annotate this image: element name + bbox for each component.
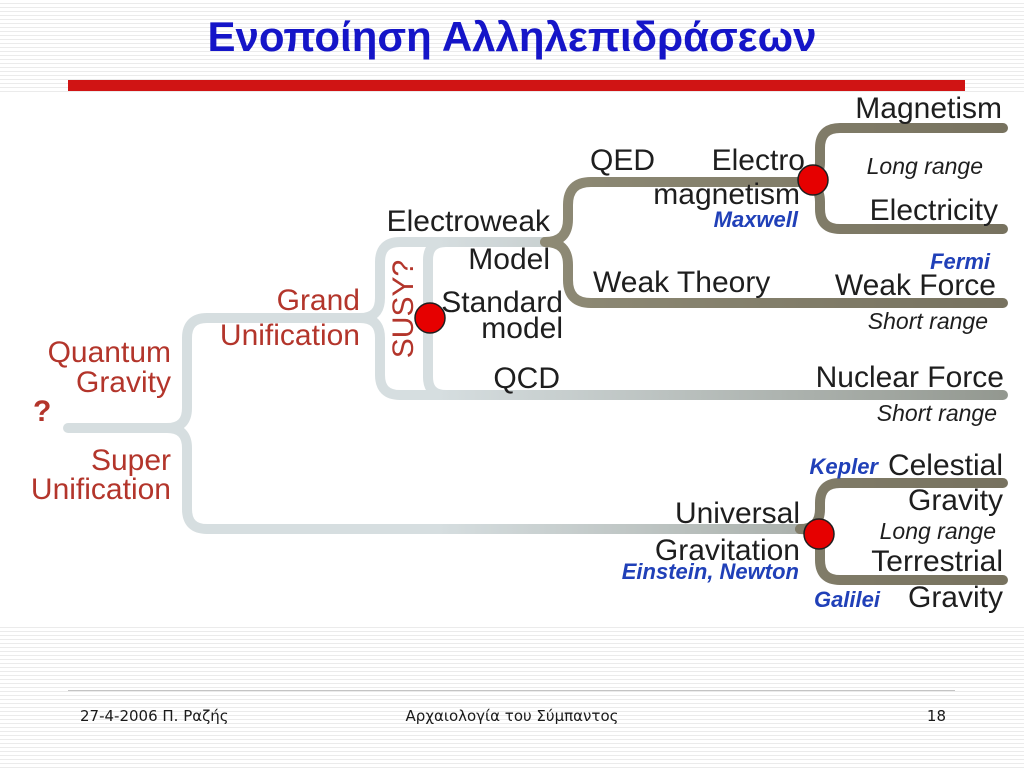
label-celestial-gravity: Gravity	[908, 484, 1003, 517]
label-weak-force: Weak Force	[835, 269, 996, 302]
label-gravitation: Gravitation	[655, 534, 800, 567]
label-qed: QED	[590, 144, 655, 177]
label-qcd: QCD	[493, 362, 560, 395]
footer-page-number: 18	[926, 707, 946, 725]
unification-diagram: ? Quantum Gravity Super Unification Gran…	[0, 92, 1024, 625]
marker-universal-gravitation	[803, 518, 835, 550]
footer-course-title: Αρχαιολογία του Σύμπαντος	[405, 707, 619, 725]
footer-date-author: 27-4-2006 Π. Ραζής	[80, 707, 229, 725]
label-quantum: Quantum	[48, 336, 171, 369]
label-super-unification: Unification	[31, 473, 171, 506]
range-weak: Short range	[868, 308, 988, 334]
label-electricity: Electricity	[870, 194, 998, 227]
label-nuclear-force: Nuclear Force	[816, 361, 1004, 394]
label-terrestrial-gravity: Gravity	[908, 581, 1003, 614]
range-nuclear: Short range	[877, 400, 997, 426]
branch-root-to-universal-gravitation	[162, 423, 815, 534]
label-magnetism: Magnetism	[855, 92, 1002, 125]
marker-standard-model	[414, 302, 446, 334]
label-grand: Grand	[277, 284, 360, 317]
label-magnetism-part: magnetism	[653, 178, 800, 211]
label-super: Super	[91, 444, 171, 477]
diagram-background	[0, 92, 1024, 625]
label-weak-theory: Weak Theory	[593, 266, 770, 299]
label-electroweak: Electroweak	[387, 205, 551, 238]
marker-electromagnetism	[797, 164, 829, 196]
branch-grand-to-qcd	[355, 313, 1008, 400]
label-electroweak-model: Model	[468, 243, 550, 276]
label-standard-model: model	[481, 312, 563, 345]
scientist-einstein-newton: Einstein, Newton	[622, 559, 799, 584]
label-quantum-gravity: Gravity	[76, 366, 171, 399]
branch-electroweak-to-weak-force	[540, 237, 1008, 308]
label-terrestrial: Terrestrial	[871, 545, 1003, 578]
root-question-mark: ?	[33, 395, 51, 428]
footer-divider	[68, 690, 955, 691]
label-standard: Standard	[441, 286, 563, 319]
slide-title: Ενοποίηση Αλληλεπιδράσεων	[207, 13, 817, 60]
scientist-maxwell: Maxwell	[714, 207, 799, 232]
label-electro: Electro	[712, 144, 805, 177]
label-universal: Universal	[675, 497, 800, 530]
range-electromagnetic: Long range	[867, 153, 983, 179]
label-celestial: Celestial	[888, 449, 1003, 482]
title-accent-bar	[68, 80, 965, 91]
scientist-fermi: Fermi	[930, 249, 991, 274]
scientist-galilei: Galilei	[814, 587, 881, 612]
range-gravitational: Long range	[880, 518, 996, 544]
label-susy: SUSY?	[387, 260, 420, 358]
label-grand-unification: Unification	[220, 319, 360, 352]
scientist-kepler: Kepler	[810, 454, 880, 479]
